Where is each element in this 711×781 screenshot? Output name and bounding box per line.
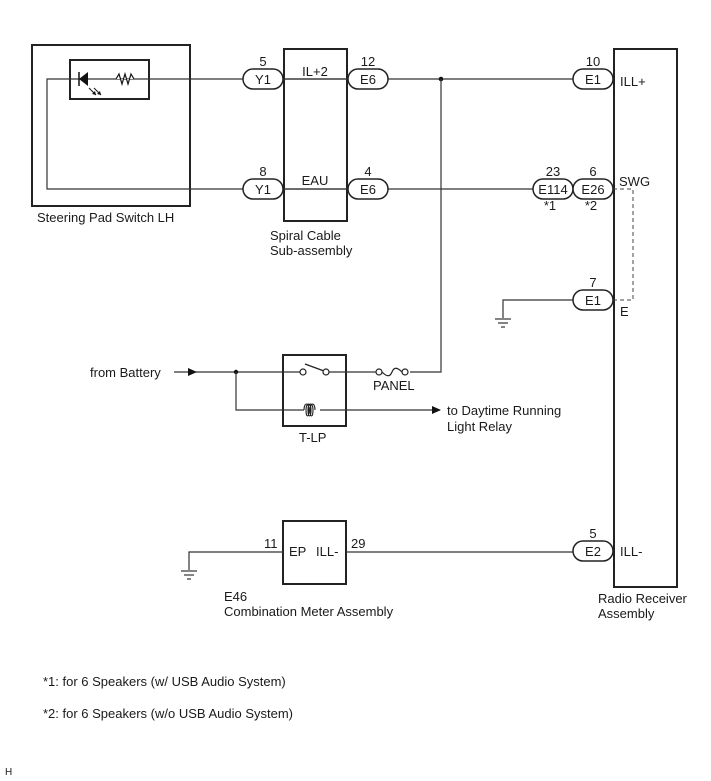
wire-ep-ground	[188, 551, 283, 570]
relay-box	[282, 354, 347, 427]
svg-text:4: 4	[364, 164, 371, 179]
svg-text:*2: *2	[585, 198, 597, 213]
meter-label: Combination Meter Assembly	[224, 604, 394, 619]
switch-blade-icon	[304, 363, 325, 372]
switch-contact-icon	[299, 368, 307, 376]
wire-coil-feed	[235, 372, 283, 411]
svg-text:E26: E26	[581, 182, 604, 197]
radio-pin-swg: SWG	[619, 174, 650, 189]
svg-text:5: 5	[589, 526, 596, 541]
steering-pad-switch: Steering Pad Switch LH	[31, 44, 243, 225]
switch-internal-wire	[46, 78, 243, 190]
connector-e1-top: E1 10	[572, 54, 614, 90]
relay-t-lp: T-LP	[282, 354, 347, 445]
meter-pin-29: 29	[351, 536, 365, 551]
meter-pin-ep: EP	[289, 544, 306, 559]
connector-e114: E114 23 *1	[532, 164, 574, 213]
footnote-1: *1: for 6 Speakers (w/ USB Audio System)	[43, 674, 286, 689]
radio-pin-e: E	[620, 304, 629, 319]
radio-receiver: ILL+ SWG E ILL- Radio Receiver Assembly	[598, 48, 688, 621]
connector-e2: E2 5	[572, 526, 614, 562]
connector-y1-top: Y1 5	[242, 54, 284, 90]
svg-text:6: 6	[589, 164, 596, 179]
svg-text:8: 8	[259, 164, 266, 179]
svg-text:23: 23	[546, 164, 560, 179]
spiral-cable-label-2: Sub-assembly	[270, 243, 353, 258]
led-icon	[78, 72, 102, 96]
ground-icon	[495, 318, 511, 328]
radio-pin-ill-minus: ILL-	[620, 544, 642, 559]
combination-meter: EP ILL- 11 29 E46 Combination Meter Asse…	[224, 520, 394, 619]
spiral-cable-pin-eau: EAU	[302, 173, 329, 188]
svg-text:E6: E6	[360, 72, 376, 87]
svg-text:E2: E2	[585, 544, 601, 559]
footnote-2: *2: for 6 Speakers (w/o USB Audio System…	[43, 706, 293, 721]
svg-text:Y1: Y1	[255, 182, 271, 197]
radio-receiver-label-2: Assembly	[598, 606, 655, 621]
spiral-cable-label-1: Spiral Cable	[270, 228, 341, 243]
connector-e26: E26 6 *2	[572, 164, 614, 213]
resistor-icon	[115, 71, 135, 87]
spiral-cable-box	[283, 48, 348, 222]
fuse-label: PANEL	[373, 378, 415, 393]
relay-label: T-LP	[299, 430, 326, 445]
to-drl-label-1: to Daytime Running	[447, 403, 561, 418]
corner-mark: H	[5, 767, 13, 778]
svg-text:E1: E1	[585, 72, 601, 87]
radio-receiver-label-1: Radio Receiver	[598, 591, 688, 606]
svg-text:E114: E114	[538, 182, 567, 197]
radio-receiver-box	[613, 48, 678, 588]
meter-pin-11: 11	[264, 536, 278, 551]
svg-text:E1: E1	[585, 293, 601, 308]
connector-e6-top: E6 12	[347, 54, 389, 90]
swg-e-dashed-link	[613, 188, 634, 301]
steering-pad-switch-label: Steering Pad Switch LH	[37, 210, 174, 225]
svg-text:10: 10	[586, 54, 600, 69]
ground-icon	[181, 570, 197, 580]
svg-text:12: 12	[361, 54, 375, 69]
arrow-right-icon	[432, 406, 441, 414]
meter-pin-ill-minus: ILL-	[316, 544, 338, 559]
connector-y1-bottom: Y1 8	[242, 164, 284, 200]
to-drl-label-2: Light Relay	[447, 419, 513, 434]
svg-text:Y1: Y1	[255, 72, 271, 87]
from-battery-label: from Battery	[90, 365, 161, 380]
wire-ground-e	[502, 299, 573, 318]
spiral-cable-pin-il2: IL+2	[302, 64, 328, 79]
svg-text:E6: E6	[360, 182, 376, 197]
meter-code: E46	[224, 589, 247, 604]
wire-panel-feed	[410, 79, 442, 373]
coil-icon	[303, 403, 316, 417]
svg-text:5: 5	[259, 54, 266, 69]
radio-pin-ill-plus: ILL+	[620, 74, 646, 89]
arrow-right-icon	[188, 368, 197, 376]
svg-text:7: 7	[589, 275, 596, 290]
fuse-icon	[375, 367, 409, 377]
connector-e1-ground: E1 7	[572, 275, 614, 311]
svg-text:*1: *1	[544, 198, 556, 213]
steering-pad-switch-box	[31, 44, 191, 207]
connector-e6-bottom: E6 4	[347, 164, 389, 200]
